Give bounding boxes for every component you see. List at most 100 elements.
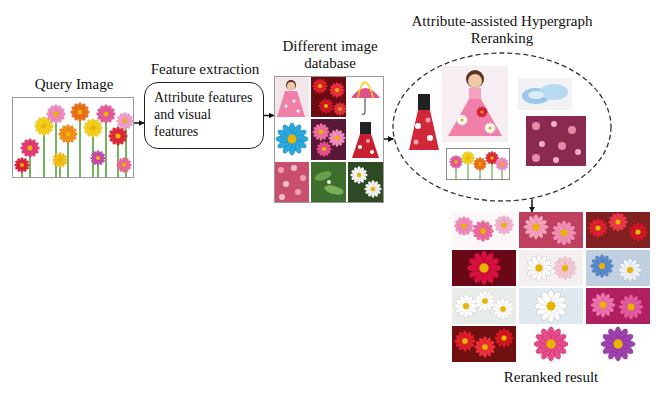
reranked-thumbnails-part	[452, 212, 516, 248]
database-thumbnails-part-part	[360, 122, 371, 134]
reranking-thumbnails-part-part	[484, 122, 496, 134]
reranked-thumbnails-part-part	[494, 215, 513, 234]
reranking-thumbnails-part	[408, 92, 440, 152]
database-thumbnails-part-part	[277, 91, 305, 117]
reranking-thumbnails-part-part	[551, 121, 557, 127]
query-flower-photo-part-part	[83, 118, 102, 137]
database-thumbnails-part-part	[278, 167, 284, 173]
database-thumbnails-part	[348, 119, 383, 160]
reranked-thumbnails-part-part	[608, 212, 627, 231]
box-text: Attribute features and visual features	[145, 85, 263, 145]
database-thumbnails-part-part	[297, 110, 300, 113]
reranked-thumbnails-part-part	[519, 250, 583, 286]
database-thumbnails-part-part	[276, 123, 309, 156]
reranking-thumbnails	[408, 66, 586, 180]
query-flower-photo-part-part	[52, 152, 67, 167]
reranked-thumbnails-part	[452, 326, 516, 362]
reranked-thumbnails-part-part	[586, 326, 650, 362]
database-thumbnails-part	[311, 76, 347, 117]
query-flower-photo-part-part	[90, 150, 105, 165]
database-thumbnails-part-part	[351, 88, 380, 98]
reranked-thumbnails-part	[586, 250, 650, 286]
reranked-thumbnails-part	[452, 288, 516, 324]
database-thumbnails-part-part	[366, 139, 370, 143]
database-thumbnails-part-part	[291, 165, 297, 171]
node-heading: Feature extraction	[130, 61, 280, 78]
reranked-thumbnails-part-part	[494, 328, 513, 347]
reranked-thumbnails-part-part	[454, 294, 477, 317]
reranking-thumbnails-part-part	[446, 148, 510, 180]
node-heading: Attribute-assisted Hypergraph Reranking	[407, 13, 597, 48]
database-thumbnails-part-part	[311, 119, 346, 160]
reranking-thumbnails-part-part	[575, 149, 581, 155]
reranking-thumbnails-part-part	[448, 99, 502, 136]
database-thumbnails-part-part	[286, 80, 296, 90]
database-thumbnails-part	[348, 162, 383, 203]
reranking-thumbnails-part-part	[415, 123, 421, 129]
node-heading: Query Image	[14, 76, 134, 93]
database-thumbnails-part-part	[333, 102, 346, 115]
database-thumbnails-part-part	[311, 76, 346, 117]
reranking-thumbnails-part-part	[528, 91, 544, 99]
reranked-thumbnails-part-part	[452, 326, 516, 362]
reranking-thumbnails-part-part	[449, 155, 462, 168]
flow-arrow	[384, 138, 393, 140]
reranked-thumbnails-part-part	[474, 336, 495, 357]
reranked-thumbnails-part-part	[467, 251, 502, 286]
node-heading: Reranked result	[471, 369, 631, 386]
database-thumbnails-part-part	[311, 162, 346, 203]
reranking-thumbnails-part-part	[426, 118, 431, 123]
database-thumbnails-part	[311, 162, 346, 203]
reranked-thumbnails-part	[519, 212, 583, 248]
database-thumbnails-part-part	[283, 181, 289, 187]
query-flower-photo-part-part	[116, 157, 131, 172]
database-thumbnails-part-part	[348, 76, 383, 117]
reranked-thumbnails-part-part	[586, 212, 650, 248]
reranking-thumbnails-part-part	[461, 151, 474, 164]
database-thumbnails-part-part	[327, 180, 331, 184]
database-thumbnails-part-part	[312, 78, 327, 93]
query-flower-photo-part-part	[116, 112, 133, 129]
query-image: Query Image	[12, 97, 134, 178]
reranking-thumbnails-part-part	[414, 140, 419, 145]
reranked-thumbnails-part-part	[628, 222, 647, 241]
database-thumbnails-part-part	[316, 141, 331, 156]
query-flower-photo-part	[12, 97, 134, 178]
dashed-ellipse-outline	[393, 53, 611, 201]
query-flower-photo-part-part	[20, 138, 39, 157]
reranked-thumbnails-part-part	[519, 212, 583, 248]
reranked-thumbnails-part	[519, 288, 583, 324]
database-thumbnails-part-part	[285, 105, 288, 108]
reranking-thumbnails-part-part	[466, 70, 484, 88]
reranking-thumbnails-part-part	[540, 84, 568, 100]
database-thumbnails-part-part	[370, 150, 374, 154]
database-thumbnails-part	[274, 162, 309, 203]
reranked-thumbnails-part-part	[472, 220, 493, 241]
database-thumbnails-part-part	[350, 166, 367, 183]
reranking-thumbnails-part-part	[553, 157, 559, 163]
database-thumbnails-part-part	[274, 162, 309, 203]
query-flower-photo-part-part	[14, 157, 29, 172]
reranking-ellipse: Attribute-assisted Hypergraph Reranking	[392, 52, 612, 202]
reranking-thumbnails-part-part	[442, 66, 508, 142]
reranked-thumbnails-part-part	[452, 212, 516, 248]
database-thumbnails-part	[311, 119, 346, 160]
reranked-thumbnails-part-part	[588, 218, 607, 237]
node-heading: Different image database	[268, 38, 392, 73]
reranked-thumbnails-part	[586, 212, 650, 248]
reranked-thumbnails-part-part	[553, 256, 576, 279]
flow-arrow	[134, 122, 144, 124]
dashed-ellipse	[392, 52, 612, 202]
database-thumbnails-part-part	[274, 119, 309, 160]
database-thumbnails-part	[348, 76, 383, 117]
reranking-thumbnails-part-part	[468, 74, 482, 88]
reranking-thumbnails-part-part	[568, 126, 576, 134]
reranking-thumbnails-part-part	[476, 106, 488, 118]
reranked-thumbnails-part-part	[619, 295, 644, 320]
database-thumbnails-part-part	[295, 189, 301, 195]
result-grid: Reranked result	[452, 212, 650, 363]
database-thumbnails-part-part	[312, 123, 329, 140]
database-thumbnails-part	[274, 76, 309, 117]
reranking-thumbnails-part-part	[532, 154, 540, 162]
database-thumbnails-part-part	[348, 162, 383, 203]
